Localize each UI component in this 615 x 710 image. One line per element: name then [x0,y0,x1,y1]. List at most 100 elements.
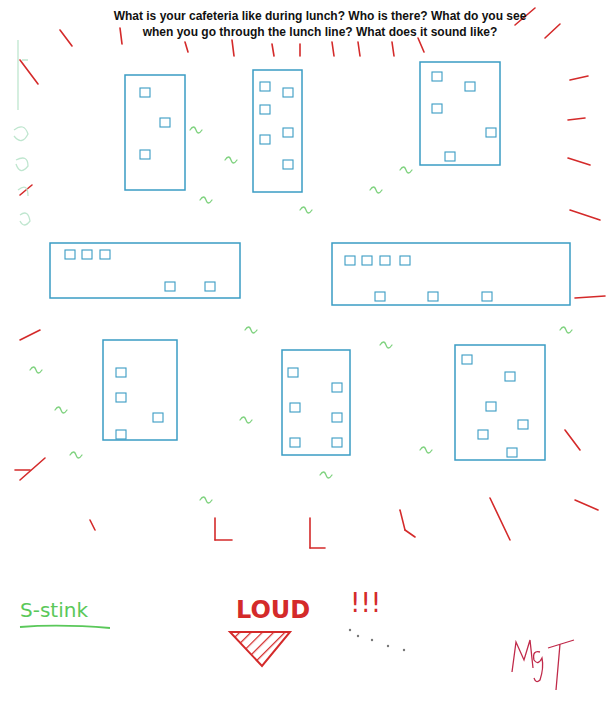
chair-square [505,372,515,381]
red-tick [418,38,424,52]
red-tick [60,30,72,46]
chair-square [140,88,150,97]
chair-square [283,160,293,169]
green-squiggle [245,327,257,333]
chair-square [260,105,270,114]
green-squiggle [225,157,237,163]
chair-square [507,448,517,457]
prompt-heading: What is your cafeteria like during lunch… [100,8,540,40]
red-tick [185,42,188,52]
red-tick [20,458,45,480]
green-squiggle [30,367,42,373]
red-tick [490,498,510,540]
chair-square [345,256,355,265]
lunch-table [420,62,500,165]
lunch-table [125,75,185,190]
red-tick [310,547,325,549]
chair-square [116,393,126,402]
green-squiggle [420,447,432,453]
green-squiggle [320,472,332,478]
chair-square [445,152,455,161]
lunch-table [332,243,570,305]
chair-square [283,88,293,97]
chair-square [82,250,92,259]
lunch-table [253,70,302,192]
red-tick [232,40,234,56]
green-squiggle [560,327,572,333]
red-tick [272,44,274,56]
chair-square [290,438,300,447]
green-squiggle [200,497,212,503]
green-squiggle [190,127,202,133]
red-tick [309,518,311,548]
green-squiggle [380,342,392,348]
lunch-table [455,345,545,460]
red-tick [20,60,38,84]
red-tick [20,185,32,195]
chair-square [486,402,496,411]
chair-square [375,292,385,301]
chair-square [153,413,163,422]
chair-square [362,256,372,265]
chair-square [205,282,215,291]
chair-square [478,430,488,439]
green-squiggle [240,417,252,423]
chair-square [432,104,442,113]
noise-word: LOUD [236,596,310,624]
green-squiggle [370,187,382,193]
chair-square [116,430,126,439]
red-tick [332,42,334,56]
chair-square [260,82,270,91]
green-squiggle [300,207,312,213]
smell-note: S-stink [20,598,88,622]
red-tick [90,520,95,530]
green-squiggle [55,407,67,413]
exclamation-marks: !!! [350,588,381,618]
chair-square [260,135,270,144]
chair-square [100,250,110,259]
red-tick [400,510,405,530]
chair-square [332,413,342,422]
chair-square [165,282,175,291]
red-tick [575,500,598,510]
red-tick [570,210,600,220]
red-tick [215,539,232,541]
chair-square [288,368,298,377]
chair-square [400,256,410,265]
chair-square [283,128,293,137]
chair-square [518,420,528,429]
red-tick [545,24,560,38]
chair-square [116,368,126,377]
red-tick [575,296,605,298]
red-tick [214,518,216,540]
green-squiggle [70,452,82,458]
chair-square [65,250,75,259]
red-tick [120,28,122,44]
red-tick [299,44,301,56]
red-tick [565,430,580,450]
chair-square [160,118,170,127]
chair-square [290,403,300,412]
red-tick [392,42,394,56]
red-tick [568,158,590,165]
chair-square [482,292,492,301]
chair-square [486,128,496,137]
chair-square [332,438,342,447]
green-squiggle [400,167,412,173]
chair-square [432,72,442,81]
chair-square [332,383,342,392]
red-tick [405,530,415,537]
chair-square [465,82,475,91]
red-tick [570,76,588,80]
green-squiggle [200,197,212,203]
chair-square [462,355,472,364]
lunch-table [282,350,350,455]
red-tick [358,42,360,56]
lunch-table [103,340,177,440]
red-tick [568,118,585,120]
chair-square [428,292,438,301]
chair-square [140,150,150,159]
red-tick [15,469,30,471]
red-tick [20,330,40,340]
chair-square [380,256,390,265]
